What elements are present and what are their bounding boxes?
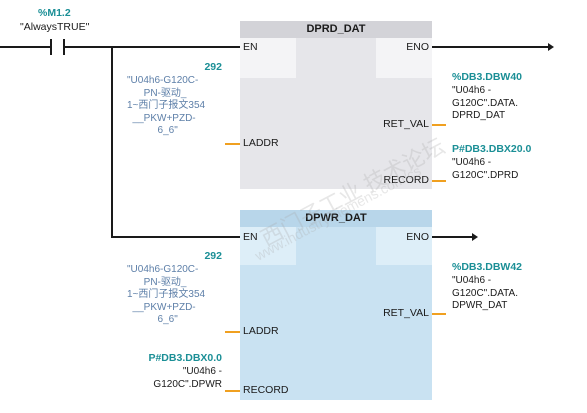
contact-address: %M1.2: [38, 7, 71, 19]
dprd-laddr-tag[interactable]: "U04h6-G120C- PN-驱动_ 1~西门子报文354 __PKW+PZ…: [127, 75, 206, 136]
dpwr-eno-wire: [432, 236, 474, 238]
dprd-block-title: DPRD_DAT: [240, 21, 432, 38]
dprd-eno-arrow-icon: [548, 43, 554, 51]
dpwr-record-address[interactable]: P#DB3.DBX0.0: [148, 352, 222, 364]
dpwr-ret-val-connector: [432, 313, 446, 315]
dpwr-laddr-connector: [225, 331, 240, 333]
dpwr-ret-val-address[interactable]: %DB3.DBW42: [452, 261, 523, 273]
dprd-laddr-value[interactable]: 292: [204, 61, 222, 73]
dpwr-record-connector: [225, 390, 240, 392]
dpwr-laddr-tag[interactable]: "U04h6-G120C- PN-驱动_ 1~西门子报文354 __PKW+PZ…: [127, 264, 206, 325]
branch-vertical-wire: [111, 46, 113, 238]
dprd-ret-val-connector: [432, 124, 446, 126]
dpwr-eno-arrow-icon: [472, 233, 478, 241]
dprd-ret-val-address[interactable]: %DB3.DBW40: [452, 71, 523, 83]
dpwr-laddr-value[interactable]: 292: [204, 250, 222, 262]
dprd-pin-ret-val: RET_VAL: [383, 118, 429, 130]
dprd-ret-val-tag[interactable]: "U04h6 - G120C".DATA. DPRD_DAT: [452, 85, 518, 121]
dpwr-record-tag[interactable]: "U04h6 - G120C".DPWR: [153, 366, 222, 390]
dprd-eno-wire: [432, 46, 550, 48]
dprd-en-area: [240, 38, 296, 78]
dprd-pin-en: EN: [243, 41, 258, 53]
power-rail-wire: [0, 46, 50, 48]
rung-wire-main: [65, 46, 240, 48]
branch-horizontal-wire: [111, 236, 240, 238]
dprd-pin-record: RECORD: [383, 174, 429, 186]
dprd-pin-eno: ENO: [406, 41, 429, 53]
contact-left-bar[interactable]: [50, 39, 52, 55]
dpwr-dat-block[interactable]: DPWR_DAT EN ENO LADDR RET_VAL RECORD: [240, 210, 432, 400]
dprd-record-tag[interactable]: "U04h6 - G120C".DPRD: [452, 157, 519, 181]
dprd-laddr-connector: [225, 143, 240, 145]
dpwr-pin-ret-val: RET_VAL: [383, 307, 429, 319]
dprd-record-connector: [432, 180, 446, 182]
dpwr-pin-en: EN: [243, 231, 258, 243]
contact-right-bar[interactable]: [63, 39, 65, 55]
dprd-dat-block[interactable]: DPRD_DAT EN ENO LADDR RET_VAL RECORD: [240, 21, 432, 189]
contact-tag: "AlwaysTRUE": [20, 21, 90, 33]
dpwr-pin-record: RECORD: [243, 384, 289, 396]
dprd-pin-laddr: LADDR: [243, 137, 279, 149]
dpwr-pin-laddr: LADDR: [243, 325, 279, 337]
dprd-eno-area: [376, 38, 432, 78]
dprd-record-address[interactable]: P#DB3.DBX20.0: [452, 143, 532, 155]
dpwr-eno-area: [376, 227, 432, 265]
dpwr-pin-eno: ENO: [406, 231, 429, 243]
dpwr-ret-val-tag[interactable]: "U04h6 - G120C".DATA. DPWR_DAT: [452, 275, 518, 311]
dpwr-block-title: DPWR_DAT: [240, 210, 432, 227]
dpwr-en-area: [240, 227, 296, 265]
